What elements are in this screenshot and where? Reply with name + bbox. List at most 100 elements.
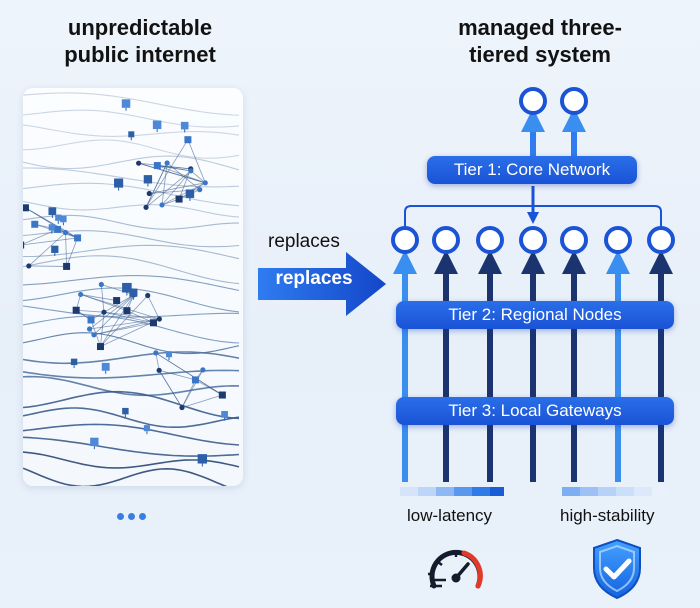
network-node [86, 326, 93, 332]
device-node [165, 351, 173, 358]
speedometer-icon [428, 549, 483, 589]
network-link [187, 139, 206, 183]
network-node [87, 316, 95, 324]
wavy-line [23, 155, 240, 171]
wavy-line [23, 407, 240, 428]
wavy-line [23, 255, 240, 285]
network-node [113, 297, 121, 305]
network-link [155, 352, 223, 396]
network-node [200, 367, 206, 373]
network-link [161, 170, 192, 206]
wavy-line [23, 275, 240, 292]
device-node [101, 362, 110, 371]
wavy-line [23, 375, 240, 397]
network-link [149, 182, 206, 194]
network-link [76, 309, 105, 313]
network-node [123, 307, 131, 315]
right-title: managed three- tiered system [420, 14, 660, 68]
network-node [78, 291, 84, 298]
device-node [185, 189, 195, 198]
low-latency-label: low-latency [407, 506, 493, 525]
network-link [159, 369, 196, 381]
node [560, 87, 588, 115]
network-node [153, 350, 159, 356]
carousel-dot[interactable] [117, 513, 124, 520]
wavy-line [23, 244, 240, 260]
device-node [143, 175, 153, 184]
network-node [146, 190, 152, 197]
wavy-line [23, 167, 240, 188]
network-node [145, 292, 151, 299]
network-node [175, 195, 183, 203]
device-node [48, 224, 56, 231]
network-link [181, 394, 223, 408]
carousel-dots[interactable] [117, 513, 151, 521]
wavy-line [23, 390, 240, 420]
network-node [136, 160, 142, 166]
wavy-line [23, 182, 240, 207]
replaces-text: replaces [268, 231, 340, 252]
network-link [100, 312, 105, 347]
high-stability-bar [562, 487, 668, 496]
left-title: unpredictable public internet [20, 14, 260, 68]
network-link [103, 311, 160, 320]
network-link [89, 294, 135, 330]
device-node [197, 454, 208, 464]
wavy-line [23, 305, 240, 318]
network-link [158, 370, 183, 408]
network-node [63, 262, 71, 270]
network-link [147, 295, 160, 320]
carousel-dot[interactable] [139, 513, 146, 520]
network-link [25, 207, 78, 239]
network-node [188, 168, 194, 174]
network-link [66, 237, 78, 267]
network-link [80, 294, 160, 320]
tier3-local-gateways: Tier 3: Local Gateways [396, 397, 674, 425]
device-node [128, 131, 135, 138]
public-internet-panel [23, 88, 243, 486]
network-node [218, 391, 226, 399]
device-node [152, 120, 162, 130]
right-title-line1: managed three- [458, 15, 622, 40]
network-node [74, 234, 82, 242]
network-link [161, 162, 168, 205]
network-link [101, 284, 135, 296]
network-node [149, 319, 157, 327]
network-node [26, 263, 32, 269]
tier1-core-network: Tier 1: Core Network [427, 156, 637, 184]
wavy-line [23, 467, 228, 486]
node [647, 226, 675, 254]
node [391, 226, 419, 254]
replaces-arrow [258, 252, 386, 316]
node [519, 226, 547, 254]
network-node [23, 241, 25, 249]
network-link [28, 232, 66, 267]
wavy-line [23, 109, 240, 128]
wavy-line [23, 423, 240, 446]
network-node [202, 180, 208, 186]
network-node [164, 160, 170, 166]
tier-columns [391, 226, 675, 482]
network-node [23, 204, 29, 212]
network-node [197, 187, 203, 193]
device-node [114, 178, 124, 188]
network-link [100, 294, 135, 347]
network-link [181, 379, 196, 408]
node [476, 226, 504, 254]
low-latency-bar [400, 487, 504, 496]
device-node [70, 358, 78, 366]
network-link [90, 294, 135, 321]
left-title-line2: public internet [64, 42, 216, 67]
network-link [138, 162, 206, 184]
device-node [121, 99, 131, 108]
network-node [156, 316, 162, 322]
network-node [179, 404, 185, 411]
core-uplinks [521, 108, 586, 158]
network-link [93, 322, 154, 336]
carousel-dot[interactable] [128, 513, 135, 520]
network-node [143, 204, 149, 210]
network-link [23, 237, 78, 246]
tier1-bracket [404, 186, 662, 230]
network-node [191, 376, 199, 384]
